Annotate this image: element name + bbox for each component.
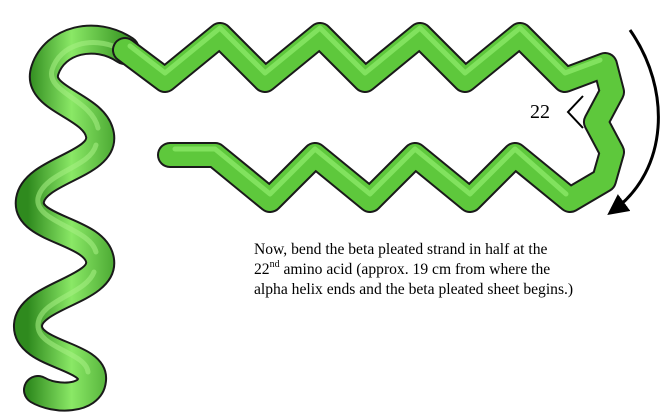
caption-superscript: nd bbox=[270, 259, 280, 270]
caption-line-3: alpha helix ends and the beta pleated sh… bbox=[254, 281, 573, 298]
caption-line-2-number: 22 bbox=[254, 261, 270, 278]
fold-direction-arrow-icon bbox=[614, 30, 658, 210]
fold-chevron-icon bbox=[568, 96, 583, 128]
caption-line-1: Now, bend the beta pleated strand in hal… bbox=[254, 241, 547, 258]
alpha-helix bbox=[28, 40, 125, 397]
instruction-caption: Now, bend the beta pleated strand in hal… bbox=[254, 240, 654, 300]
fold-point-marker: 22 bbox=[530, 96, 583, 128]
fold-label: 22 bbox=[530, 101, 550, 123]
caption-line-2-rest: amino acid (approx. 19 cm from where the bbox=[280, 261, 551, 278]
